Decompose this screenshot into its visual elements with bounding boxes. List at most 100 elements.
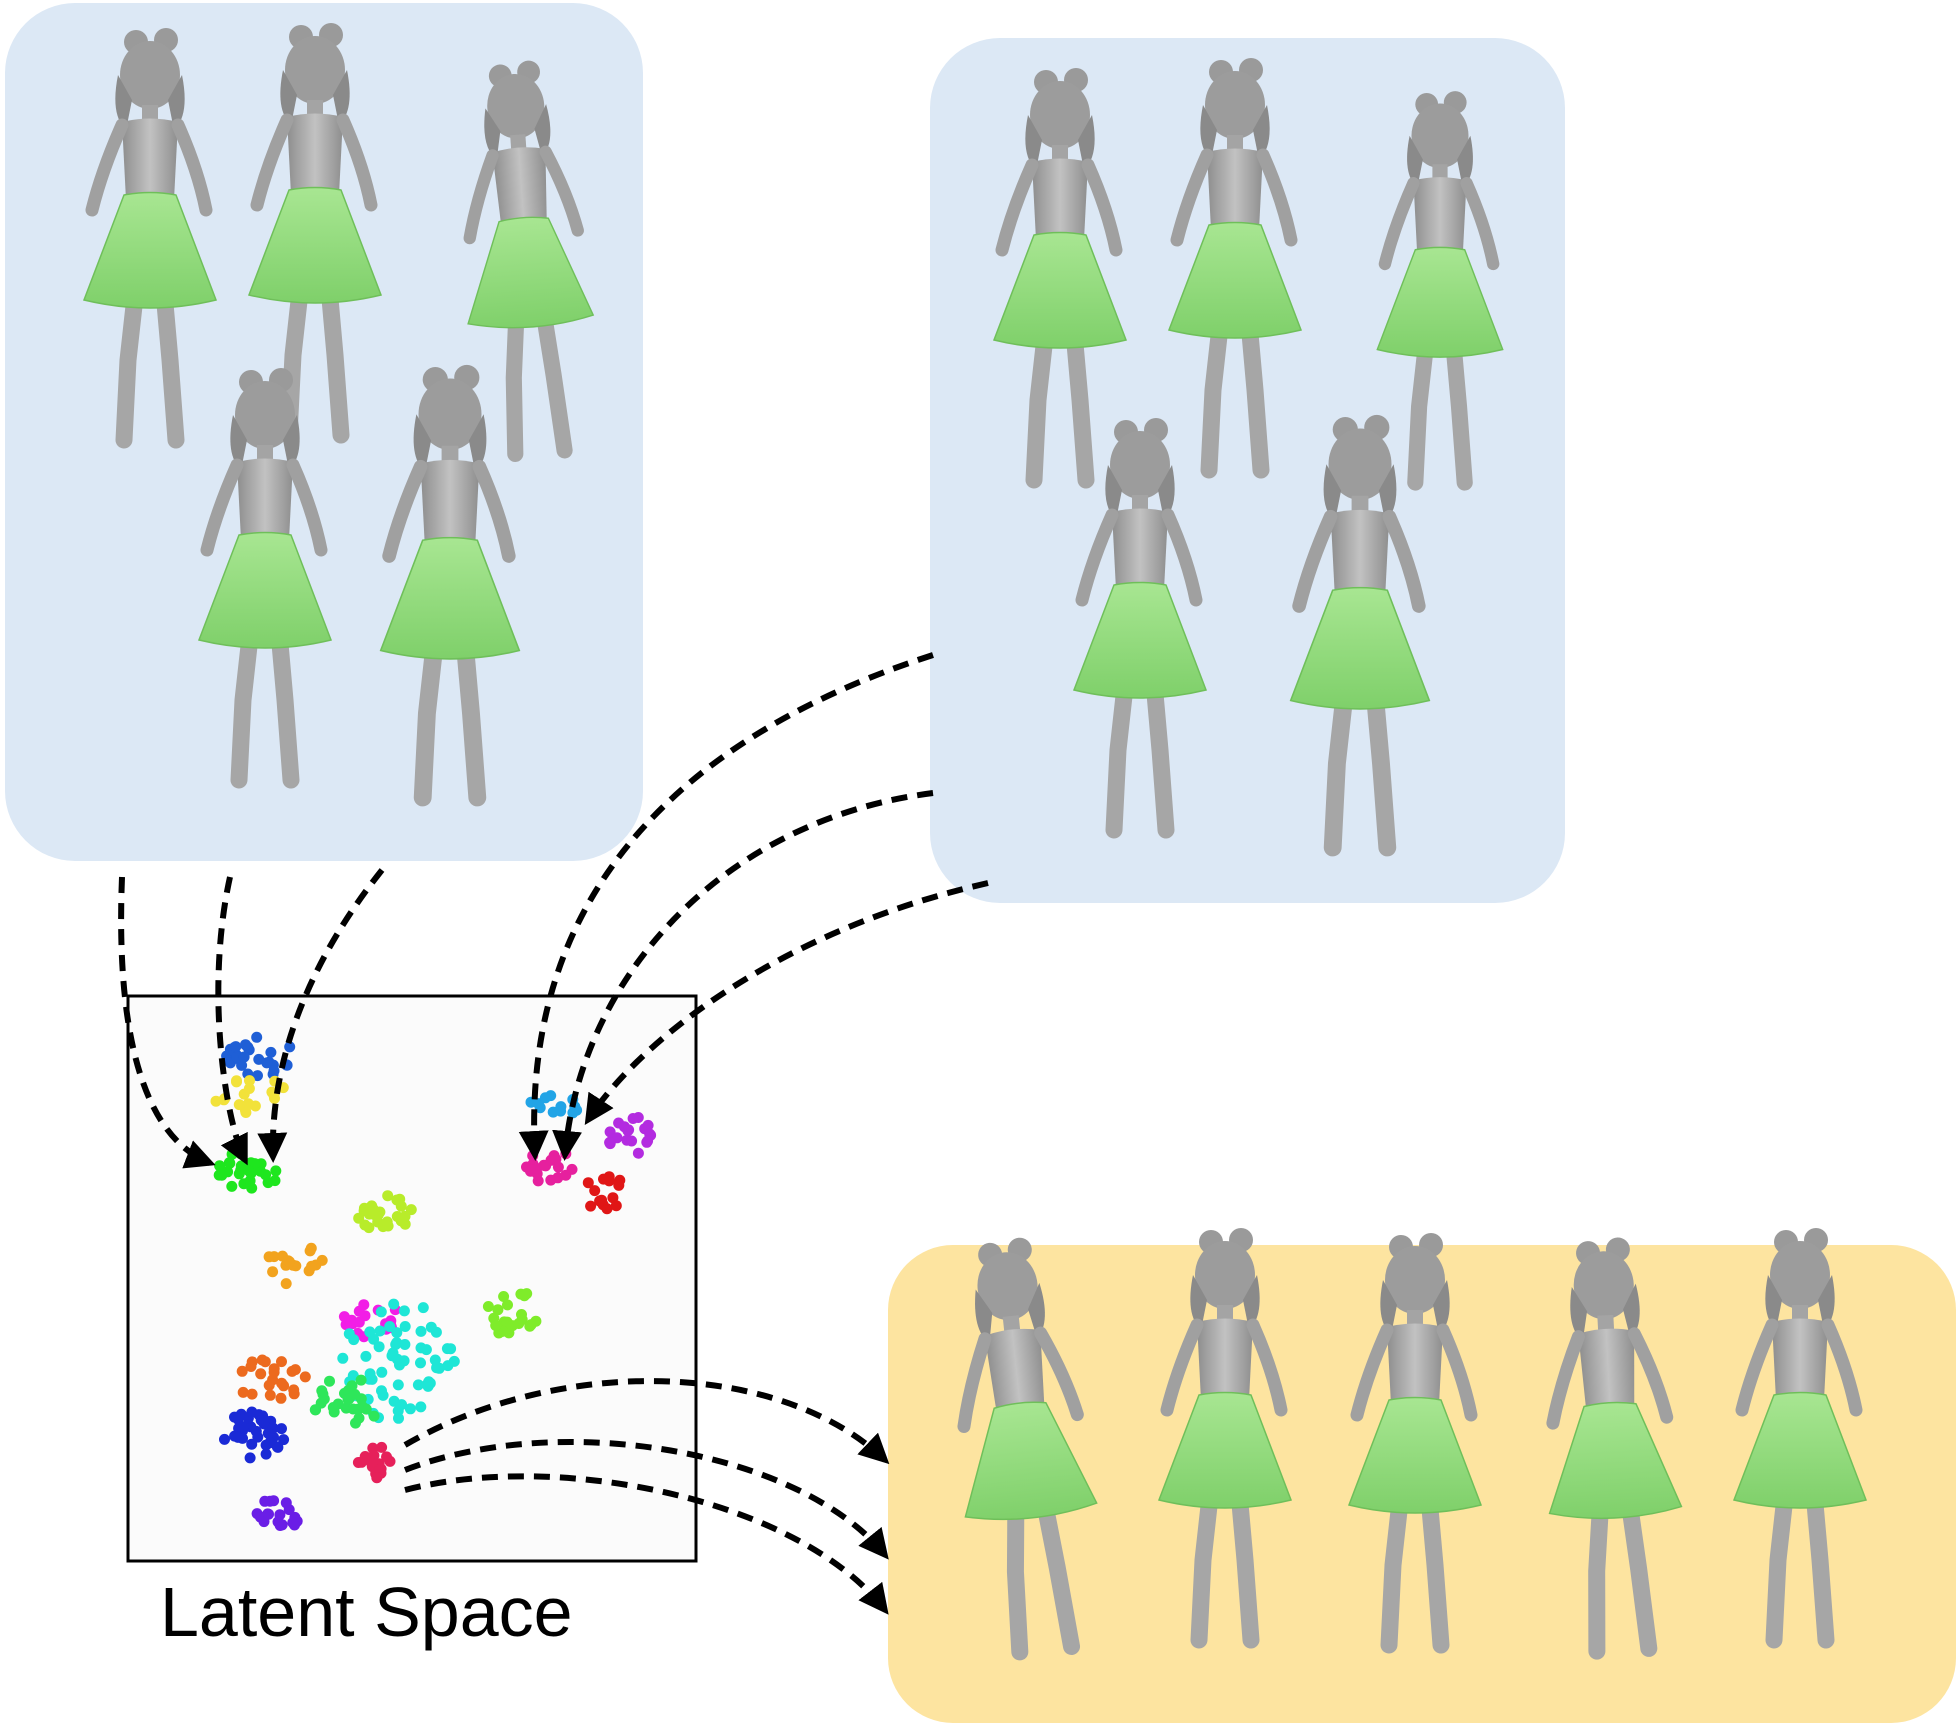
cluster-point (376, 1441, 388, 1453)
cluster-point (280, 1497, 292, 1509)
cluster-point (364, 1326, 376, 1338)
cluster-point (388, 1395, 400, 1407)
cluster-point (226, 1148, 238, 1160)
cluster-point (623, 1124, 635, 1136)
cluster-point (582, 1177, 594, 1189)
generated-sequence-panel (888, 1228, 1956, 1723)
cluster-point (251, 1031, 263, 1043)
cluster-point (304, 1245, 316, 1257)
cluster-point (246, 1406, 258, 1418)
cluster-point (249, 1100, 261, 1112)
cluster-point (399, 1339, 411, 1350)
cluster-point (399, 1321, 411, 1332)
cluster-point (391, 1337, 403, 1349)
cluster-point (309, 1404, 321, 1416)
cluster-dark-orange (236, 1354, 311, 1404)
cluster-point (589, 1185, 601, 1197)
cluster-point (324, 1375, 335, 1387)
cluster-point (545, 1174, 557, 1186)
cluster-point (603, 1171, 615, 1183)
arrow-out-2 (403, 1439, 889, 1560)
cluster-point (262, 1427, 274, 1439)
cluster-point (332, 1398, 344, 1410)
cluster-point (275, 1392, 287, 1404)
cluster-point (375, 1306, 387, 1318)
cluster-point (388, 1298, 400, 1310)
cluster-point (539, 1092, 551, 1104)
cluster-point (415, 1401, 427, 1413)
cluster-point (255, 1368, 267, 1380)
cluster-point (244, 1175, 256, 1187)
cluster-point (365, 1457, 377, 1469)
cluster-point (376, 1385, 387, 1397)
cluster-point (318, 1393, 330, 1405)
cluster-point (226, 1180, 238, 1192)
cluster-point (276, 1356, 287, 1368)
cluster-point (240, 1107, 252, 1118)
cluster-point (492, 1304, 504, 1316)
latent-clusters (210, 1031, 657, 1531)
cluster-point (230, 1041, 242, 1053)
cluster-point (525, 1319, 537, 1331)
arrow-right-1 (518, 652, 934, 1161)
cluster-point (399, 1210, 411, 1222)
latent-space-label: Latent Space (160, 1573, 573, 1651)
right-motion-panel (930, 38, 1565, 903)
arrow-out-1 (403, 1378, 890, 1465)
cluster-point (316, 1254, 328, 1266)
cluster-point (501, 1316, 513, 1328)
cluster-point (232, 1431, 244, 1443)
cluster-point (642, 1135, 654, 1147)
cluster-point (425, 1321, 437, 1333)
cluster-navy-blue (219, 1406, 290, 1464)
cluster-point (259, 1495, 271, 1507)
cluster-point (567, 1107, 579, 1119)
cluster-point (627, 1113, 639, 1124)
cluster-point (382, 1190, 394, 1202)
cluster-point (246, 1388, 258, 1400)
cluster-green-mid (309, 1374, 380, 1429)
cluster-point (521, 1288, 533, 1300)
cluster-point (270, 1165, 282, 1177)
cluster-point (374, 1325, 386, 1337)
cluster-point (545, 1154, 557, 1166)
cluster-point (613, 1179, 625, 1191)
cluster-point (236, 1365, 248, 1377)
cluster-point (284, 1041, 296, 1053)
cluster-point (433, 1362, 445, 1374)
cluster-point (246, 1356, 258, 1368)
cluster-point (391, 1353, 403, 1365)
cluster-point (381, 1451, 392, 1463)
cluster-point (306, 1260, 318, 1272)
cluster-point (355, 1374, 367, 1386)
cluster-point (216, 1169, 228, 1181)
cluster-purple-right (604, 1112, 657, 1159)
cluster-point (352, 1457, 364, 1468)
latent-space-frame (126, 994, 698, 1563)
cluster-red (582, 1171, 626, 1215)
cluster-lime (482, 1288, 542, 1339)
cluster-point (289, 1511, 301, 1523)
cluster-point (555, 1105, 567, 1117)
cluster-point (445, 1343, 457, 1355)
cluster-point (498, 1291, 510, 1302)
cluster-point (368, 1410, 380, 1422)
cluster-point (340, 1319, 352, 1331)
cluster-point (244, 1452, 256, 1464)
cluster-violet (251, 1495, 303, 1531)
cluster-point (642, 1119, 654, 1131)
cluster-point (371, 1472, 383, 1484)
cluster-point (398, 1305, 410, 1317)
cluster-point (233, 1099, 245, 1111)
cluster-point (280, 1278, 292, 1290)
cluster-point (353, 1212, 365, 1224)
cluster-point (424, 1377, 436, 1389)
cluster-point (264, 1389, 276, 1401)
cluster-point (353, 1403, 364, 1415)
cluster-point (237, 1386, 249, 1398)
cluster-point (268, 1065, 280, 1077)
cluster-point (263, 1508, 274, 1520)
cluster-point (260, 1448, 272, 1460)
left-panel-arrows (118, 868, 385, 1169)
